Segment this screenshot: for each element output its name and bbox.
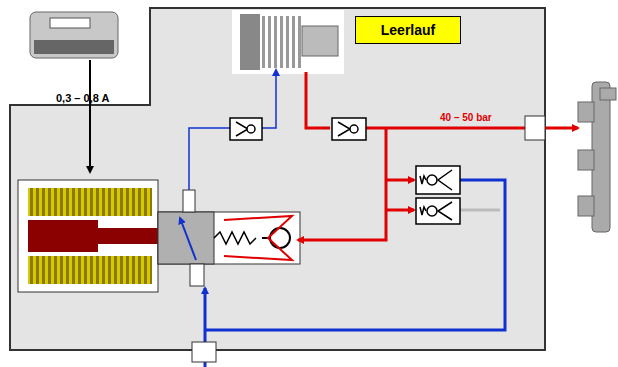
outlet-port	[525, 116, 545, 140]
fuel-rail	[578, 82, 616, 232]
inlet-port	[192, 342, 216, 362]
mode-label: Leerlauf	[381, 22, 435, 38]
check-valve	[230, 118, 460, 224]
current-line	[89, 60, 91, 172]
low-pressure-line	[189, 70, 505, 367]
pump-element	[232, 10, 344, 74]
current-label: 0,3 – 0,8 A	[56, 92, 109, 104]
return-line	[460, 209, 500, 212]
control-valve	[158, 190, 300, 286]
pump-housing	[10, 8, 545, 350]
solenoid	[18, 180, 160, 292]
pressure-label: 40 – 50 bar	[440, 112, 492, 123]
high-pressure-line	[298, 72, 578, 240]
mode-label-box: Leerlauf	[355, 16, 461, 44]
ecu-icon	[30, 12, 118, 58]
